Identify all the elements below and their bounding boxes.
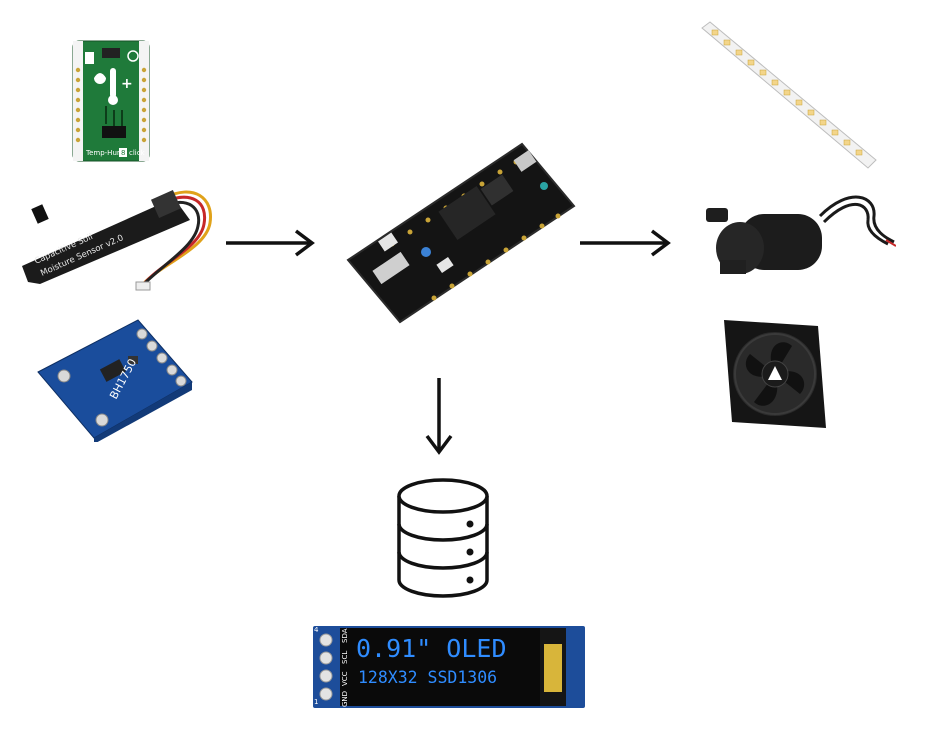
- oled-pin-scl: SCL: [341, 651, 349, 665]
- oled-pin-labels: SDA SCL VCC GND: [338, 628, 352, 707]
- temp-hum-sensor-board: + Temp-Hum 8 click: [72, 40, 150, 162]
- svg-text:+: +: [121, 76, 133, 92]
- oled-pin-gnd: GND: [341, 690, 349, 707]
- controller-board: [346, 142, 576, 324]
- cooling-fan: [724, 320, 826, 428]
- oled-display-module: SDA SCL VCC GND 4 1 0.91" OLED 128X32 SS…: [312, 624, 586, 710]
- arrow-to-database: [425, 378, 453, 455]
- oled-pin-sda: SDA: [341, 628, 349, 644]
- water-pump: [706, 195, 896, 274]
- oled-title: 0.91" OLED: [356, 634, 507, 663]
- oled-board: [313, 626, 585, 708]
- soil-moisture-sensor: Capacitive Soil Moisture Sensor v2.0: [22, 189, 212, 291]
- arrow-to-controller: [226, 229, 315, 257]
- temp-hum-badge: 8: [121, 149, 125, 157]
- temp-hum-caption-suffix: click: [129, 149, 146, 157]
- oled-subtitle: 128X32 SSD1306: [358, 668, 498, 687]
- database-icon: [397, 478, 489, 598]
- arrow-to-actuators: [580, 229, 671, 257]
- oled-pin-number-bottom: 1: [314, 698, 319, 706]
- light-sensor-board: BH1750: [37, 319, 193, 442]
- temp-hum-caption: Temp-Hum: [85, 149, 124, 157]
- oled-pin-number-top: 4: [314, 626, 319, 634]
- led-strip: [701, 21, 877, 169]
- oled-pin-vcc: VCC: [341, 671, 349, 686]
